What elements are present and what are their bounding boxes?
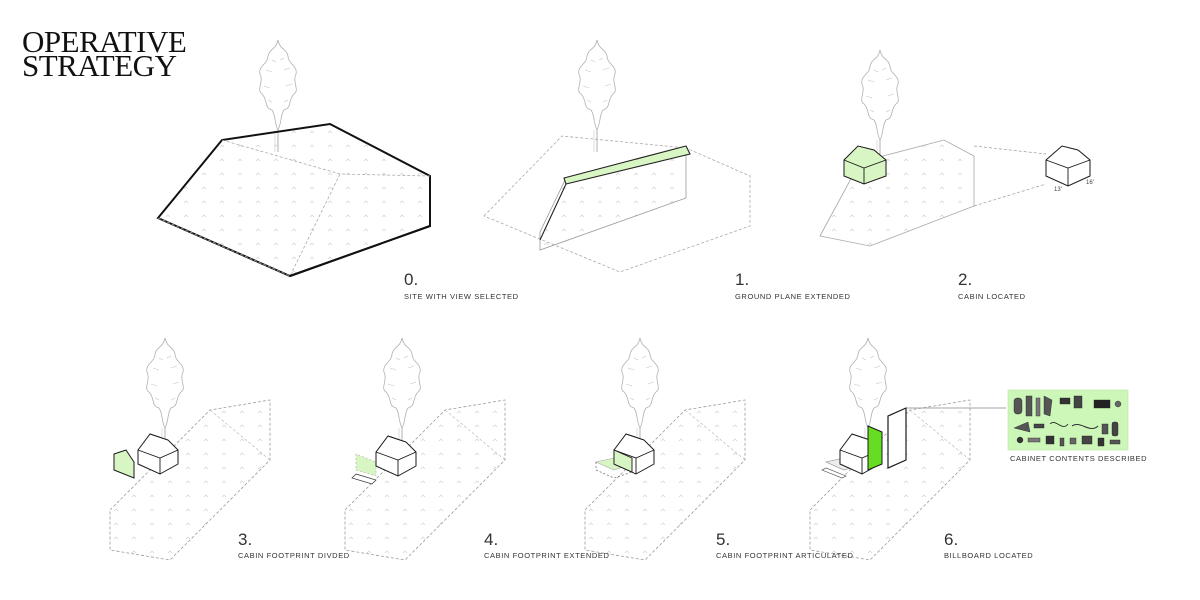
title-line-2: STRATEGY [22, 48, 177, 83]
title-line-1: OPERATIVE [22, 24, 187, 59]
step-4-caption: CABIN FOOTPRINT EXTENDED [484, 551, 610, 560]
step-6-billboard [809, 337, 1129, 561]
step-0-caption: SITE WITH VIEW SELECTED [404, 292, 519, 301]
step-6-number: 6. [944, 530, 959, 549]
step-0-site-volume [156, 39, 431, 278]
cabinet-contents-caption: CABINET CONTENTS DESCRIBED [1010, 454, 1148, 463]
step-0-number: 0. [404, 270, 419, 289]
step-1-caption: GROUND PLANE EXTENDED [735, 292, 851, 301]
step-2-cabin-located [819, 49, 1091, 247]
step-3-number: 3. [238, 530, 253, 549]
step-4-footprint-extended [344, 337, 506, 561]
dimension-label-16: 16' [1086, 180, 1094, 186]
step-6-caption: BILLBOARD LOCATED [944, 551, 1034, 560]
step-5-number: 5. [716, 530, 731, 549]
step-5-caption: CABIN FOOTPRINT ARTICULATED [716, 551, 854, 560]
page-title: OPERATIVE STRATEGY [22, 24, 187, 83]
step-4-number: 4. [484, 530, 499, 549]
step-1-number: 1. [735, 270, 750, 289]
step-1-ground-plane [483, 39, 751, 273]
step-3-caption: CABIN FOOTPRINT DIVDED [238, 551, 350, 560]
dimension-label-13: 13' [1054, 187, 1062, 193]
step-5-footprint-articulated [584, 337, 746, 561]
step-2-caption: CABIN LOCATED [958, 292, 1026, 301]
step-3-footprint-divided [109, 337, 271, 561]
step-2-number: 2. [958, 270, 973, 289]
